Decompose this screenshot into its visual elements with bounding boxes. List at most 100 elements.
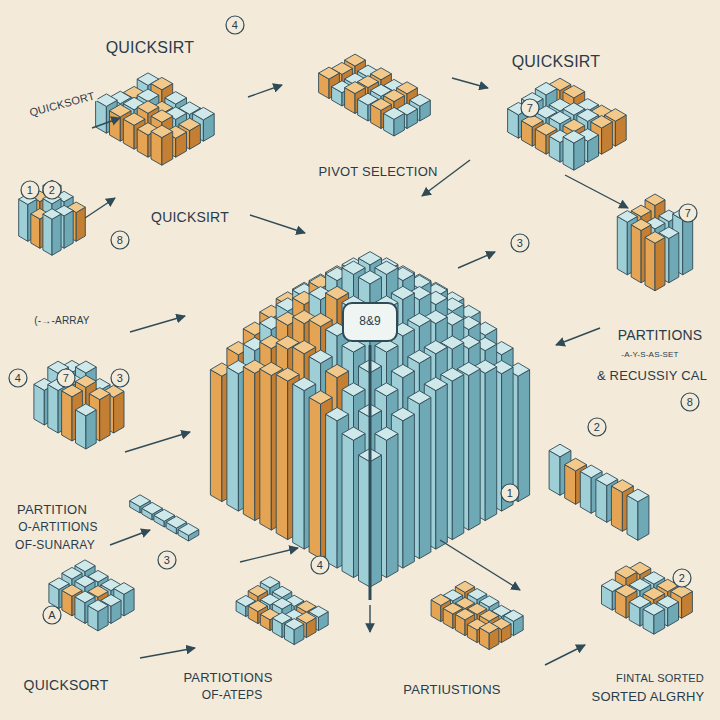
block-top-face [359,252,382,265]
leader-arrow [130,316,185,332]
block-right-face [419,397,431,558]
step-label: PARTITION [15,503,89,517]
block-top-face [88,600,108,612]
block-top-face [455,609,474,620]
block-left-face [260,369,272,530]
block-group [431,581,523,649]
callout-circle [681,393,699,411]
block-left-face [596,479,607,522]
block-right-face [76,207,85,241]
leader-arrow [565,175,628,208]
block-top-face [615,585,637,598]
block-top-face [114,583,134,595]
block-top-face [178,524,199,536]
block-left-face [227,367,239,511]
step-label: OF-ATEPS [200,689,265,702]
block-top-face [342,383,365,396]
block-top-face [43,209,61,220]
block-top-face [611,480,633,493]
block-top-face [123,113,145,126]
block-top-face [345,54,366,66]
block-top-face [326,364,349,377]
leader-arrow [110,530,150,545]
step-label: -A-Y-S-AS-SET [619,351,680,360]
block-left-face [549,451,560,496]
step-label: FINTAL SORTED [614,672,706,684]
block-top-face [248,600,267,611]
block-right-face [683,214,693,275]
block-left-face [43,214,52,255]
step-label: QUICKSORT [22,678,111,693]
leader-arrow [85,198,115,218]
callout-number: 8 [117,234,123,246]
callout-number: 1 [27,184,33,196]
block-top-face [359,315,382,328]
block-right-face [403,414,415,568]
pivot-pole [369,345,372,600]
block-top-face [643,587,665,599]
block-top-face [89,388,110,400]
block-top-face [480,596,499,607]
block-right-face [436,384,448,549]
block-top-face [645,194,665,206]
block-top-face [408,313,431,326]
block-top-face [151,77,173,89]
block-left-face [76,410,86,449]
block-right-face [638,495,649,540]
block-right-face [485,367,497,521]
callout-number: 4 [232,19,238,31]
pivot-value: 8&9 [359,314,380,328]
block-top-face [375,383,398,396]
block-group [549,444,649,540]
block-top-face [285,619,304,630]
block-top-face [391,286,414,299]
block-top-face [248,585,267,596]
block-left-face [631,225,641,283]
callout-number: 3 [517,237,523,249]
block-top-face [424,377,447,390]
callout-circle [21,181,39,199]
block-top-face [410,94,431,106]
block-right-face [518,370,530,502]
step-label: OF-SUNARAY [13,539,97,552]
callout-circle [158,551,176,569]
block-top-face [272,598,291,609]
block-top-face [627,489,649,502]
block-top-face [424,341,447,354]
step-label: PARTIOTIONS [181,671,274,685]
step-label: O-ARTITIONS [16,521,99,534]
leader-arrow [369,605,370,632]
block-left-face [617,216,627,274]
block-left-face [580,471,591,513]
callout-number: 8 [687,396,693,408]
callout-circle [588,418,606,436]
block-top-face [617,211,637,223]
block-top-face [309,313,332,326]
block-top-face [137,89,159,102]
block-top-face [137,101,159,114]
block-top-face [591,116,613,129]
step-label: PARTITIONS [616,328,705,343]
block-right-face [469,369,481,530]
block-top-face [151,125,173,137]
block-right-face [370,455,382,587]
block-group [19,180,86,255]
callout-circle [43,181,61,199]
block-left-face [627,495,638,540]
block-top-face [643,603,665,615]
block-top-face [371,68,392,80]
block-left-face [342,434,354,578]
block-top-face [504,610,523,621]
block-left-face [276,375,288,540]
callout-number: 7 [527,102,533,114]
callout-number: 2 [679,572,685,584]
block-top-face [326,286,349,299]
leader-arrow [440,540,520,590]
callout-number: 1 [507,487,513,499]
callout-number: A [48,609,56,621]
block-top-face [397,82,418,94]
block-top-face [580,465,602,478]
block-right-face [100,394,110,441]
block-top-face [76,375,97,387]
